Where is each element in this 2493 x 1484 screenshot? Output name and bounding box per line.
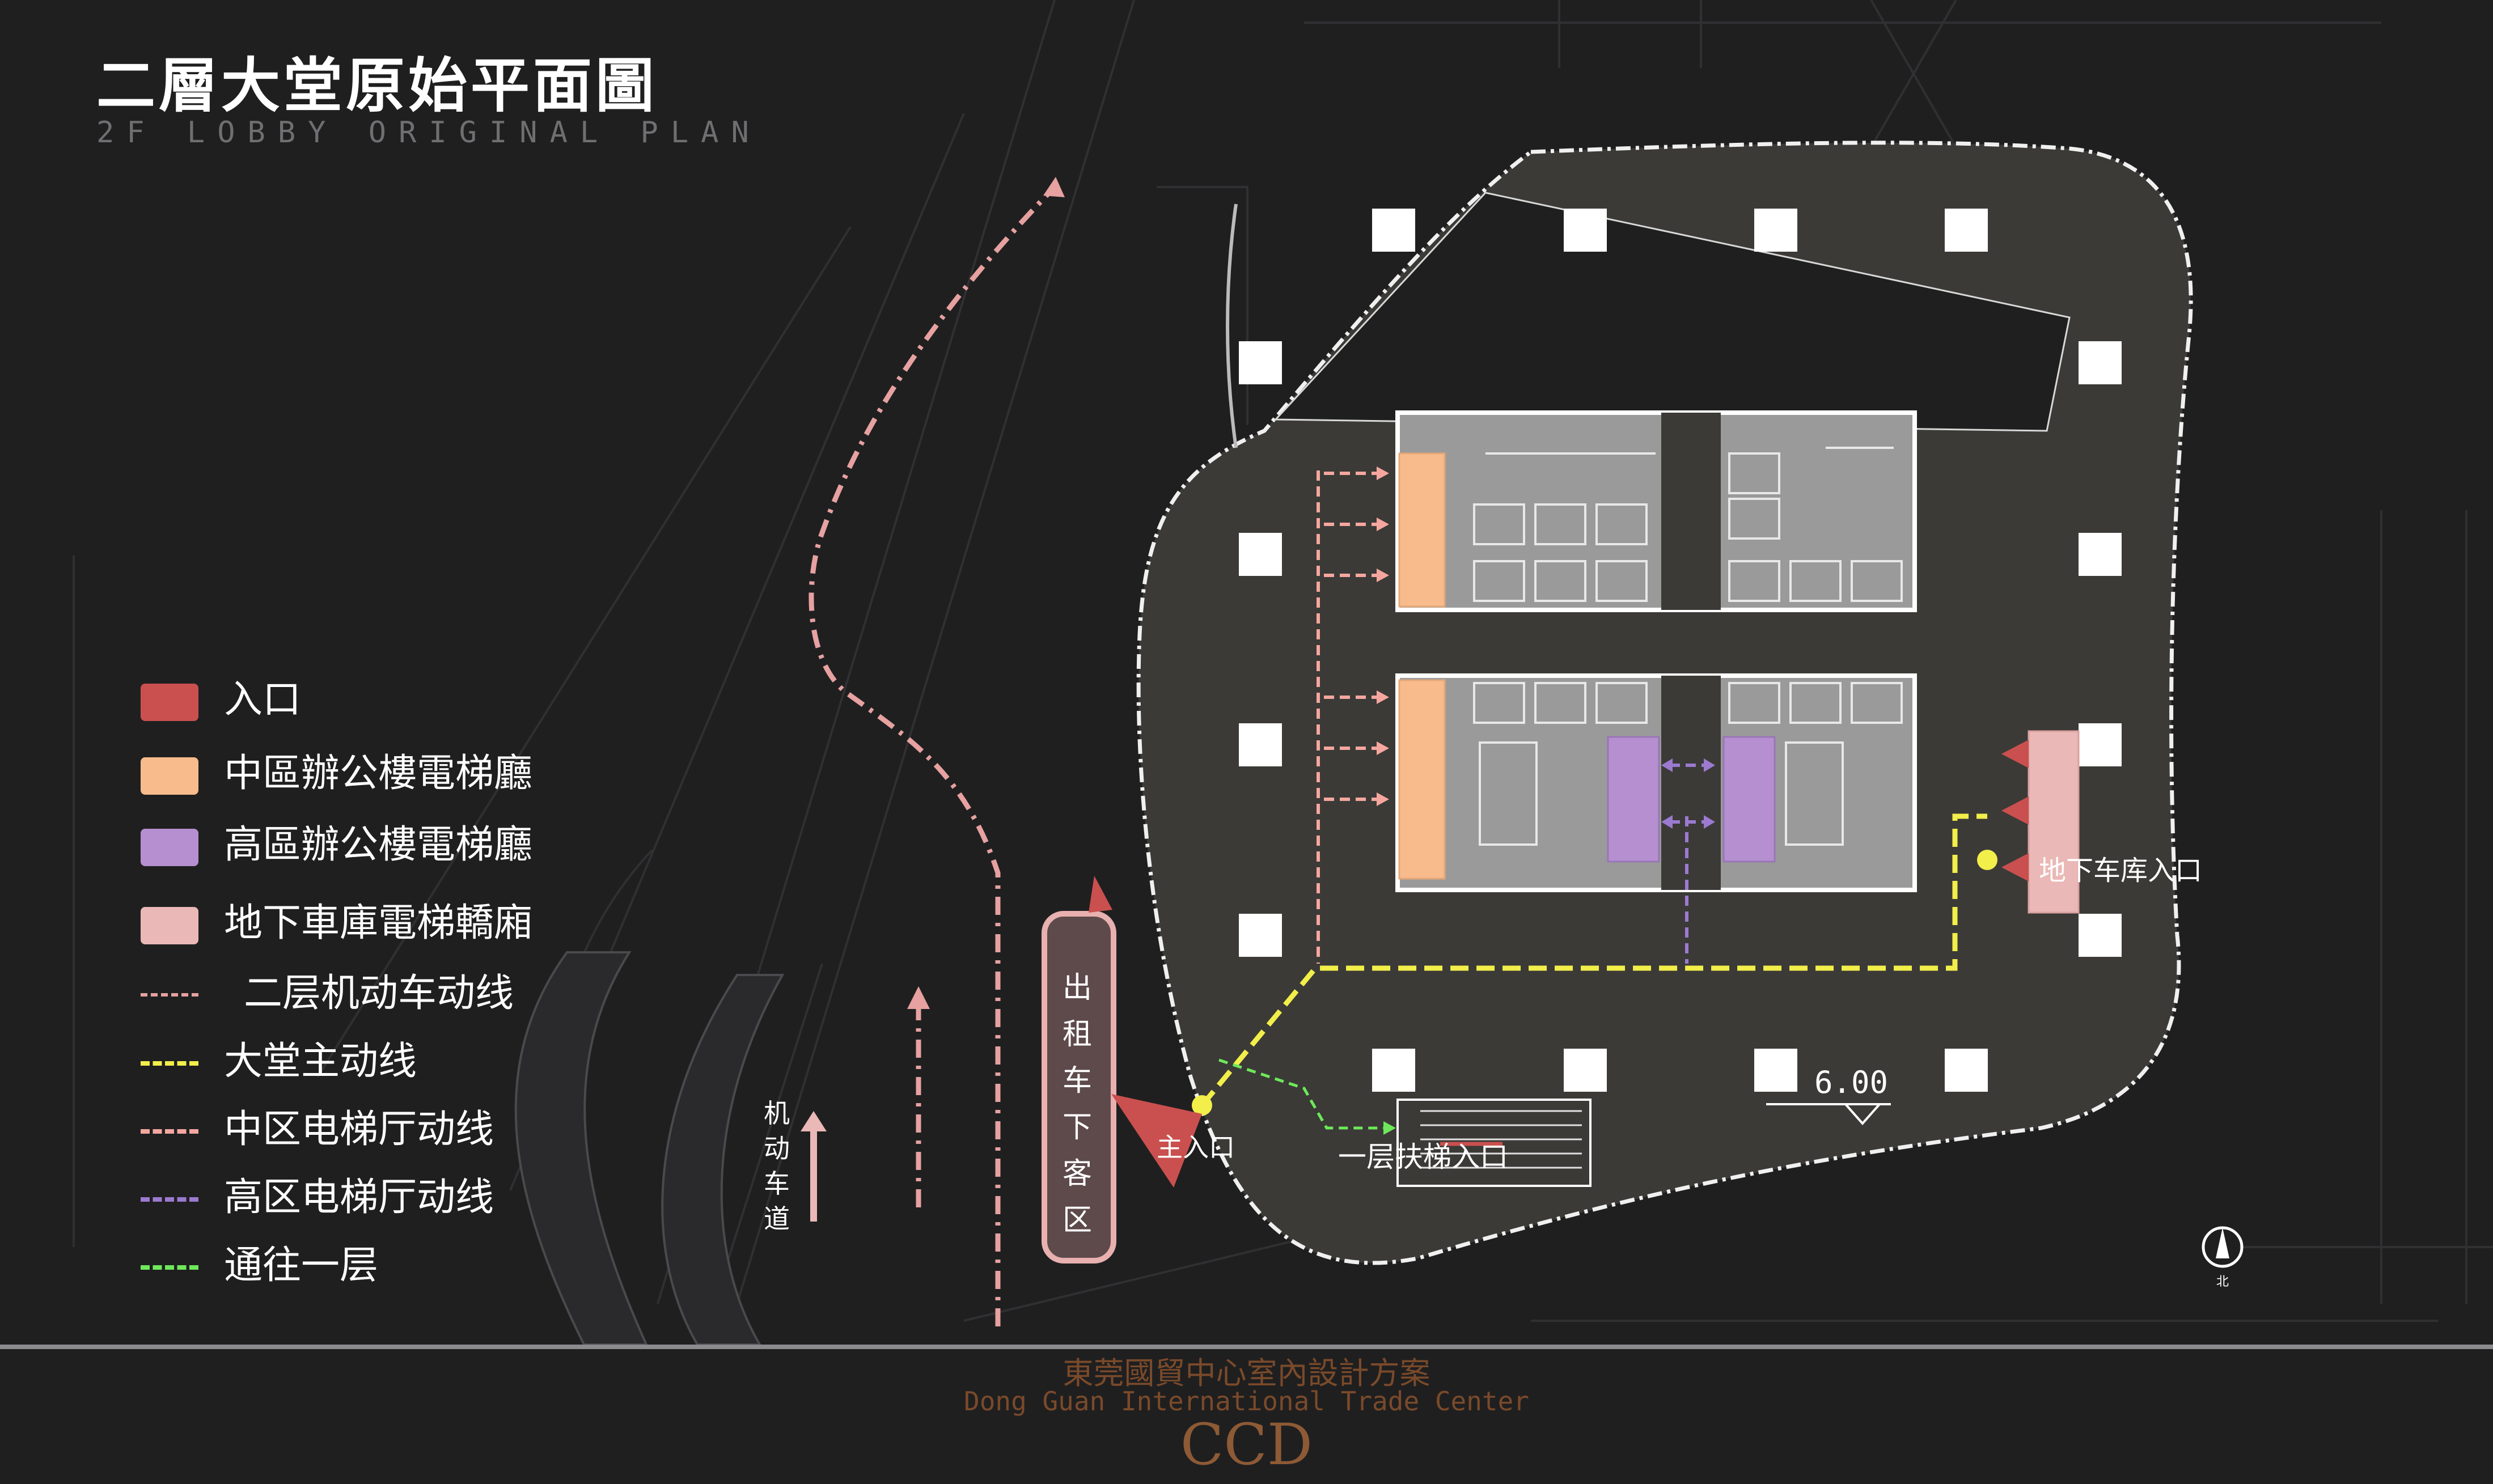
high-zone-route-arrows xyxy=(1661,758,1715,829)
mid-zone-elevator-lobby xyxy=(1398,452,1446,880)
high-zone-elevator-lobby xyxy=(1607,736,1776,863)
vertical-char: 租 xyxy=(1063,1017,1092,1051)
page-title: 二層大堂原始平面圖 xyxy=(96,51,658,120)
garage-elevator-car xyxy=(2028,730,2080,914)
legend-label: 二层机动车动线 xyxy=(244,971,514,1016)
legend-label: 通往一层 xyxy=(224,1243,379,1288)
north-arrow-icon xyxy=(2202,1226,2244,1268)
vehicle-route-2f xyxy=(809,185,1057,1326)
vehicle-lane-arrow xyxy=(801,1111,827,1222)
entrance-markers xyxy=(1089,740,2029,1188)
footer-divider xyxy=(0,1345,2493,1349)
legend-label: 入口 xyxy=(224,677,302,722)
legend-label: 地下車庫電梯轎廂 xyxy=(224,901,533,945)
main-lobby-route xyxy=(1200,813,1987,1107)
vertical-char: 区 xyxy=(1063,1203,1092,1237)
legend-line xyxy=(141,1265,198,1270)
lobby-route-end xyxy=(1977,850,1997,870)
vertical-char: 车 xyxy=(1063,1064,1092,1098)
left-curved-road xyxy=(514,951,785,1346)
legend-item-to-first-floor: 通往一层 xyxy=(139,1240,706,1291)
taxi-zone-shape xyxy=(1042,911,1116,1263)
north-label: 北 xyxy=(2216,1275,2229,1289)
escalator xyxy=(1396,1099,1592,1187)
upper-atrium-void xyxy=(1273,192,2071,432)
mid-zone-route xyxy=(1317,470,1378,964)
legend-item-entrance: 入口 xyxy=(139,675,706,726)
vertical-char: 动 xyxy=(764,1133,790,1164)
escalator-label: 一层扶梯入口 xyxy=(1338,1140,1508,1173)
legend-line xyxy=(141,1061,198,1066)
legend-line xyxy=(141,993,198,997)
legend-label: 高区电梯厅动线 xyxy=(224,1175,494,1220)
legend-item-garage-car: 地下車庫電梯轎廂 xyxy=(139,898,706,949)
garage-entrance-label: 地下车库入口 xyxy=(2039,855,2202,887)
legend-item-lobby-route: 大堂主动线 xyxy=(139,1036,706,1087)
footer-brand-logo: CCD xyxy=(1180,1411,1313,1478)
main-entrance-label: 主入口 xyxy=(1157,1132,1235,1163)
vehicle-route-arrow xyxy=(1043,177,1065,197)
elevation-marker xyxy=(1766,1103,1891,1126)
page-subtitle: 2F LOBBY ORIGINAL PLAN xyxy=(96,116,761,150)
legend-item-high-lobby: 高區辦公樓電梯廳 xyxy=(139,820,706,871)
legend-item-mid-route: 中区电梯厅动线 xyxy=(139,1104,706,1155)
elevation-label: 6.00 xyxy=(1814,1065,1888,1100)
to-first-floor-route xyxy=(1218,1058,1383,1130)
legend-swatch xyxy=(141,907,198,944)
legend-swatch xyxy=(141,829,198,866)
vertical-char: 出 xyxy=(1063,971,1092,1005)
legend-line xyxy=(141,1197,198,1202)
vertical-char: 客 xyxy=(1063,1157,1092,1191)
footer-project-name-en: Dong Guan International Trade Center xyxy=(964,1386,1529,1417)
legend-label: 大堂主动线 xyxy=(224,1039,417,1084)
legend-label: 高區辦公樓電梯廳 xyxy=(224,822,533,867)
vehicle-lane-label: 机动车道 xyxy=(764,1098,790,1234)
lobby-route-start xyxy=(1192,1095,1212,1116)
vertical-char: 车 xyxy=(764,1168,790,1199)
legend-line xyxy=(141,1129,198,1134)
structural-columns xyxy=(1239,209,2122,1092)
legend-label: 中区电梯厅动线 xyxy=(224,1107,494,1152)
high-zone-route xyxy=(1670,764,1707,964)
footer-project-name: 東莞國貿中心室內設計方案 xyxy=(1063,1355,1430,1391)
to-first-floor-arrow xyxy=(1383,1121,1396,1135)
legend-item-vehicle-route: 二层机动车动线 xyxy=(139,968,706,1019)
legend-item-mid-lobby: 中區辦公樓電梯廳 xyxy=(139,748,706,799)
legend-swatch xyxy=(141,684,198,721)
vertical-char: 下 xyxy=(1063,1110,1092,1144)
mid-zone-route-arrows xyxy=(1377,467,1389,806)
vertical-char: 机 xyxy=(764,1098,790,1129)
glass-curtain xyxy=(1226,203,1238,448)
vehicle-route-arrow-2 xyxy=(907,986,930,1009)
vertical-char: 道 xyxy=(764,1203,790,1234)
legend-swatch xyxy=(141,757,198,795)
legend-label: 中區辦公樓電梯廳 xyxy=(224,751,533,796)
svg-text:机动车道: 机动车道 xyxy=(764,1098,790,1234)
svg-text:出租车下客区: 出租车下客区 xyxy=(1063,971,1092,1237)
taxi-zone-label: 出租车下客区 xyxy=(1063,971,1092,1237)
legend-item-high-route: 高区电梯厅动线 xyxy=(139,1172,706,1223)
